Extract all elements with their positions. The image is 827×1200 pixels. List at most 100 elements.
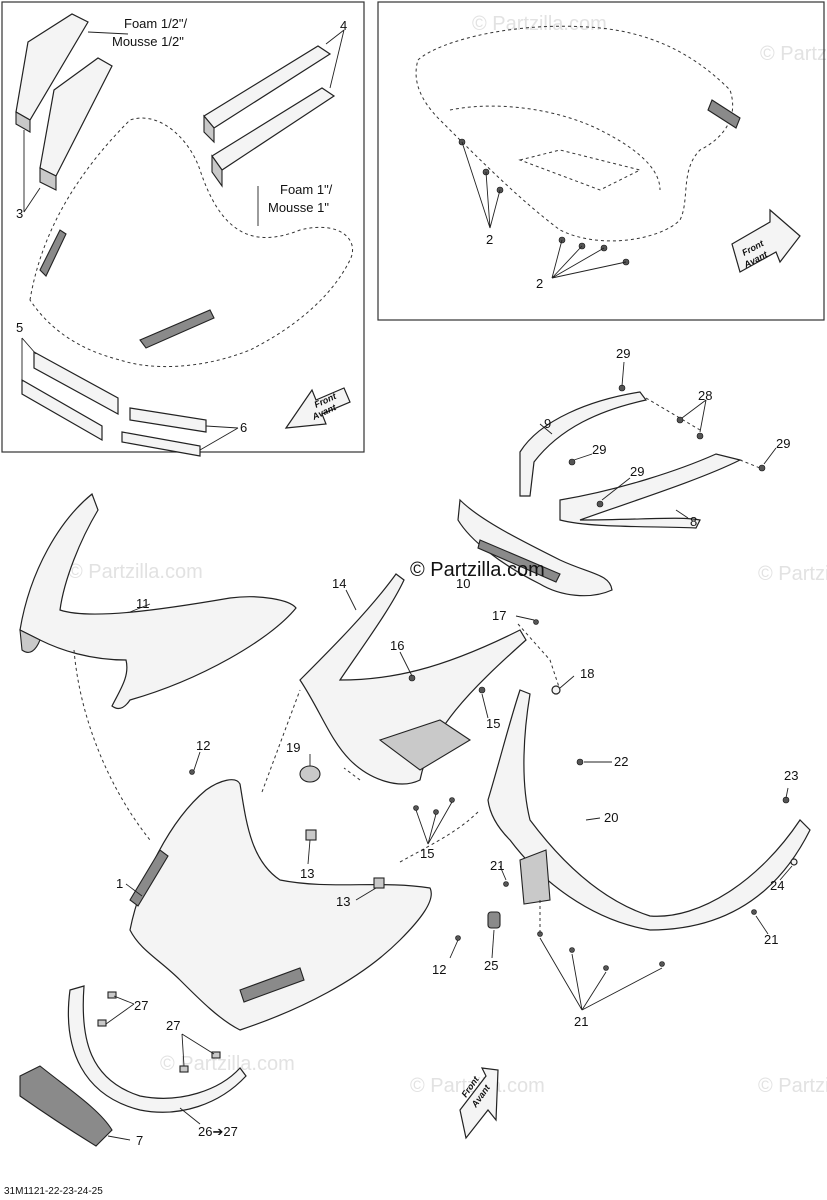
part-10-duct: [457, 498, 613, 597]
bolt-12: [455, 935, 461, 941]
callout-21: 21: [490, 858, 504, 873]
nut-28: [696, 432, 704, 440]
callout-29: 29: [616, 346, 630, 361]
part-1-fairing: [129, 779, 432, 1031]
watermark: © Partzilla.com: [68, 561, 203, 583]
leader-line: [539, 423, 553, 435]
leader-line: [491, 929, 495, 959]
frame-outline: [415, 25, 734, 242]
bolt-12: [189, 769, 195, 775]
part-11-panel: [19, 493, 297, 710]
assembly-line: [399, 809, 481, 863]
callout-27: 27: [134, 998, 148, 1013]
callout-4: 4: [340, 18, 347, 33]
bolt-15: [449, 797, 455, 803]
callout-15: 15: [486, 716, 500, 731]
callout-16: 16: [390, 638, 404, 653]
leader-line: [785, 787, 789, 799]
bolt-15: [478, 686, 486, 694]
bolt-15: [413, 805, 419, 811]
leader-line: [481, 693, 489, 719]
watermark: © Partzilla.com: [758, 563, 827, 585]
callout-11: 11: [136, 596, 150, 611]
bolt-21: [603, 965, 609, 971]
foam-strip-edge: [39, 167, 57, 191]
assembly-line: [343, 767, 361, 781]
bolt-17: [533, 619, 539, 625]
part-1-grille: [239, 967, 305, 1003]
callout-7: 7: [136, 1133, 143, 1148]
leader-line: [345, 589, 357, 611]
leader-line: [193, 751, 201, 771]
leader-line: [307, 839, 311, 865]
drawing-code: 31M1121-22-23-24-25: [4, 1186, 103, 1197]
bolt-29: [758, 464, 766, 472]
leader-line: [21, 337, 37, 382]
part-7-grille: [19, 1065, 113, 1147]
part-14-opening: [378, 719, 472, 771]
leader-line: [105, 995, 135, 1025]
leader-line: [559, 675, 575, 689]
leader-line: [181, 1033, 215, 1067]
callout-13: 13: [300, 866, 314, 881]
frame-connection: [645, 397, 761, 469]
fairing-grille: [139, 309, 215, 349]
washer-24: [790, 858, 798, 866]
foam-half-label-1: Foam 1/2"/: [124, 16, 188, 31]
bolt-21: [503, 881, 509, 887]
assembly-line: [73, 649, 151, 841]
frame-member: [449, 105, 661, 191]
callout-2: 2: [486, 232, 493, 247]
nut-28: [676, 416, 684, 424]
bolt-29: [596, 500, 604, 508]
foam-half-label-2: Mousse 1/2": [112, 34, 184, 49]
leader-line: [515, 615, 535, 621]
part-1-vent: [129, 849, 169, 907]
leader-line: [399, 651, 413, 677]
bolt-21: [659, 961, 665, 967]
callout-29: 29: [776, 436, 790, 451]
leader-line: [585, 817, 601, 821]
leader-line: [755, 915, 769, 935]
clip-13: [373, 877, 385, 889]
foam-strip: [15, 13, 89, 121]
bolt-21: [751, 909, 757, 915]
callout-21: 21: [764, 932, 778, 947]
callout-27: 27: [166, 1018, 180, 1033]
watermark: © Partzilla.com: [160, 1053, 295, 1075]
watermark-group: © Partzilla.com © Partzilla.com © Partzi…: [68, 13, 827, 1097]
watermark: © Partzilla.com: [760, 43, 827, 65]
leader-line: [499, 865, 507, 881]
callout-6: 6: [240, 420, 247, 435]
callout-19: 19: [286, 740, 300, 755]
front-arrow-left-inset: Front Avant: [284, 387, 351, 429]
main-exploded-view: 1 7 8 9 10 11 12 12 13 13 14 15 15 16 17…: [19, 346, 811, 1148]
clip-13: [305, 829, 317, 841]
watermark-main: © Partzilla.com: [410, 559, 545, 581]
callout-10: 10: [456, 576, 470, 591]
part-19-cap: [299, 765, 321, 783]
callout-8: 8: [690, 514, 697, 529]
watermark: © Partzilla.com: [410, 1075, 545, 1097]
leader-line: [601, 477, 631, 501]
assembly-line: [261, 689, 301, 793]
bolt-21: [569, 947, 575, 953]
leader-line: [87, 31, 129, 35]
foam-pad-edge: [211, 154, 223, 188]
bolt-22: [576, 758, 584, 766]
foam-one-label-1: Foam 1"/: [280, 182, 333, 197]
clip-27: [107, 991, 117, 999]
leader-line: [107, 1135, 131, 1141]
frame-bracket: [518, 149, 642, 191]
fairing-vent: [39, 229, 67, 277]
callout-12: 12: [432, 962, 446, 977]
callout-22: 22: [614, 754, 628, 769]
foam-piece: [21, 378, 103, 442]
assembly-line: [517, 623, 561, 691]
clip-25: [487, 911, 501, 929]
watermark: © Partzilla.com: [758, 1075, 827, 1097]
leader-line: [179, 1107, 201, 1125]
foam-piece: [121, 431, 201, 457]
part-20-panel: [487, 689, 811, 931]
part-26-trim: [67, 985, 247, 1113]
